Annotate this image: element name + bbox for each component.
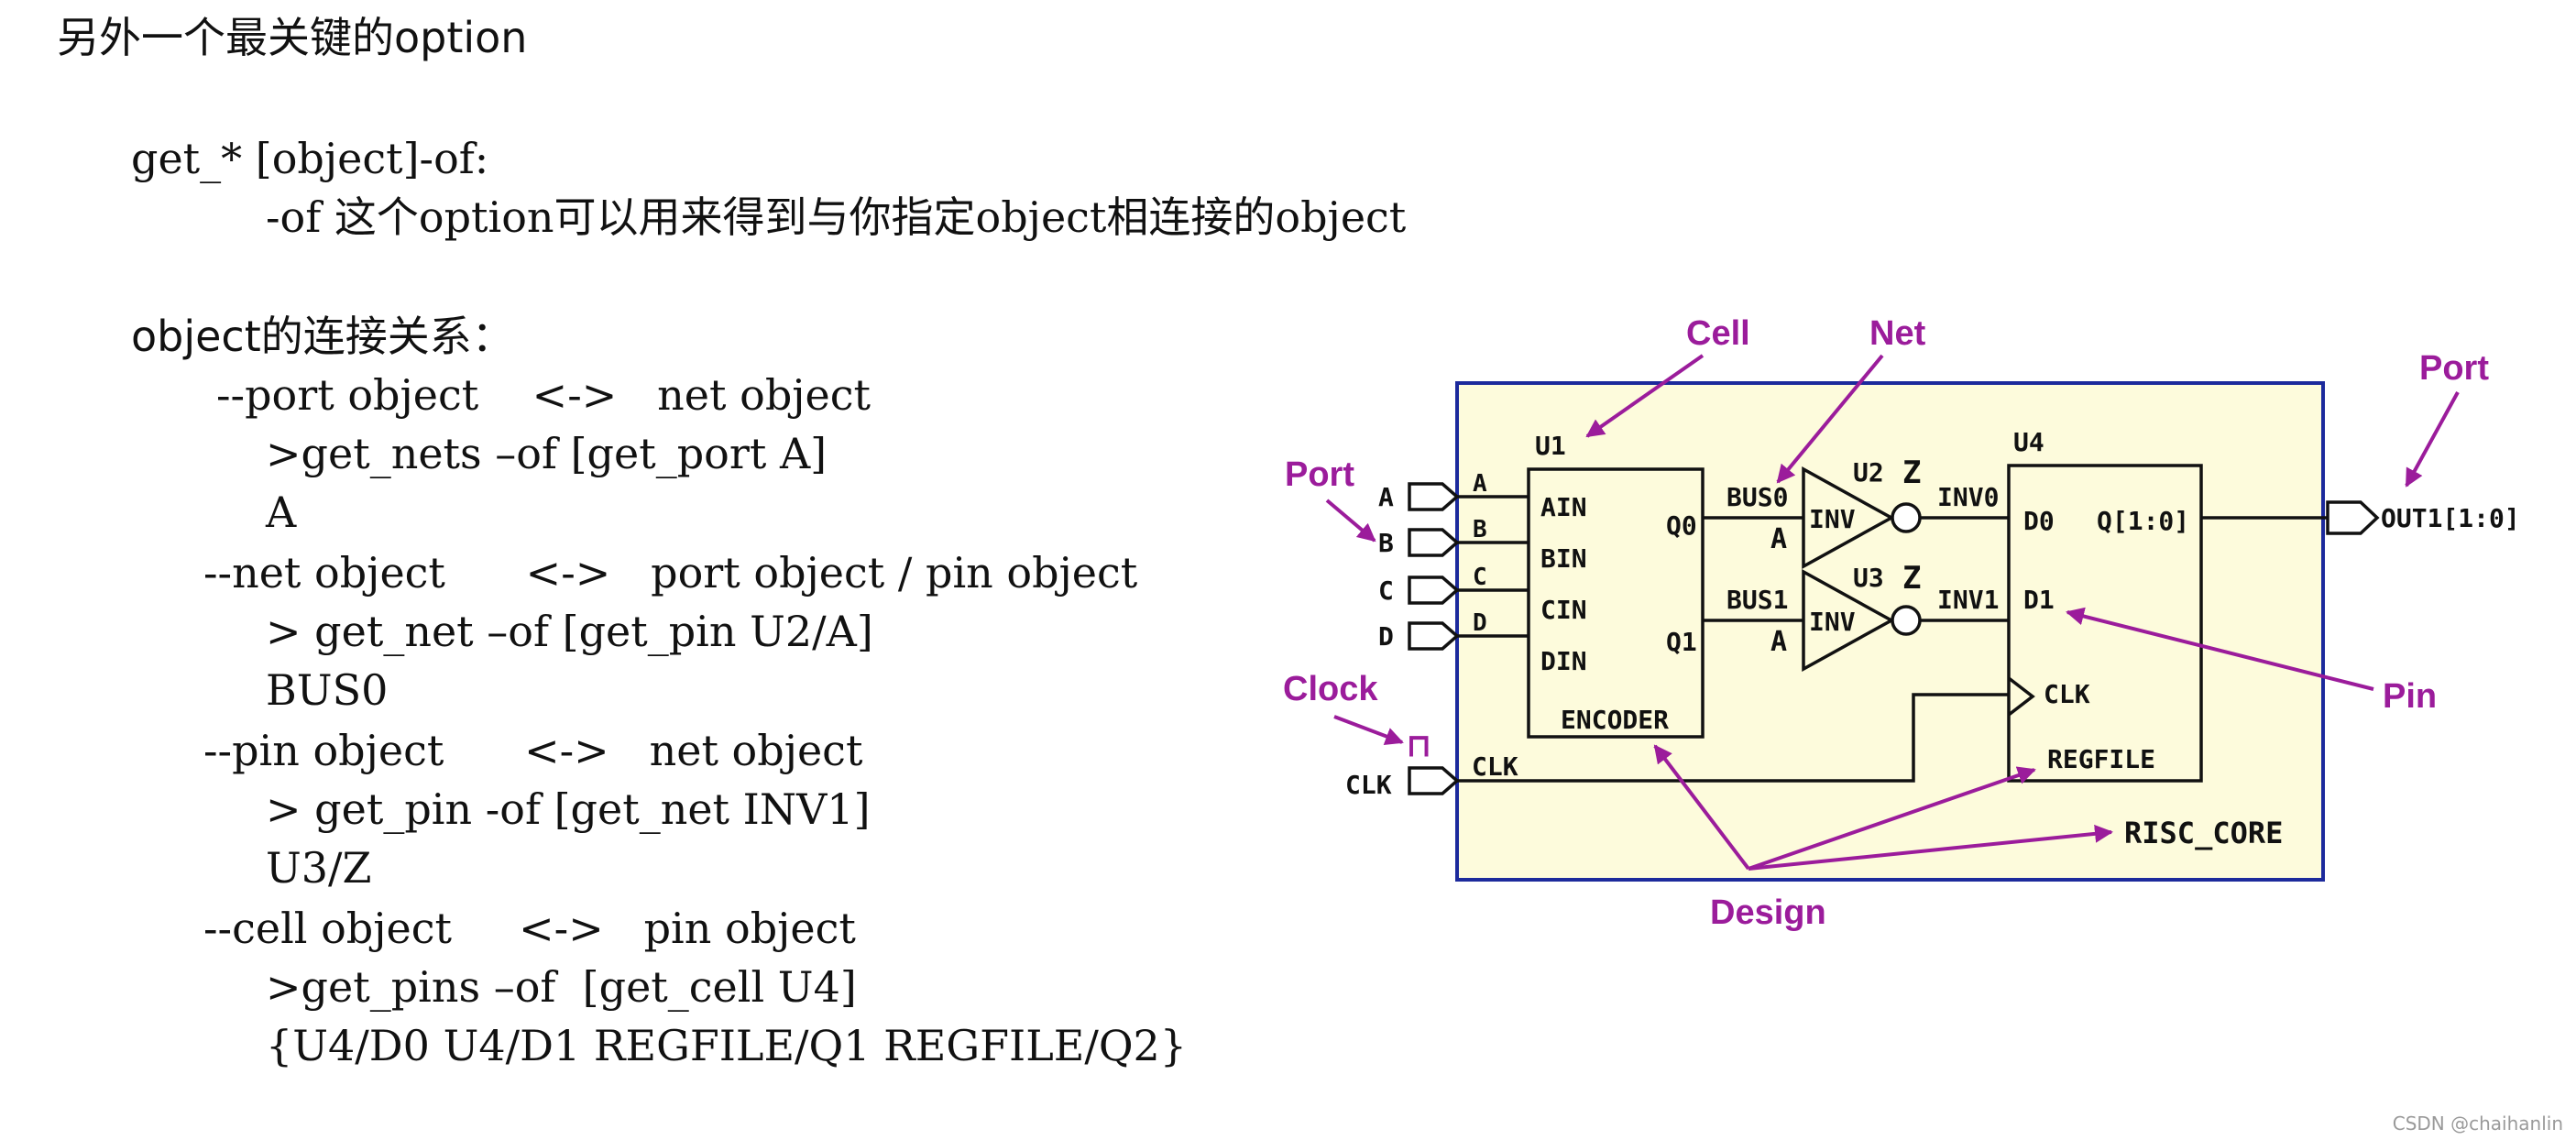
port-b-label: B [1378, 528, 1394, 558]
regfile-pin-d0: D0 [2023, 506, 2055, 536]
annotation-pin: Pin [2383, 677, 2437, 716]
output-port-shape [2326, 500, 2380, 535]
regfile-cell [2007, 464, 2203, 783]
net-a-label: A [1473, 470, 1487, 498]
net-d-label: D [1473, 609, 1487, 637]
port-a-shape [1408, 482, 1460, 511]
encoder-cell [1527, 467, 1705, 739]
relation-net-port-pin: --net object <-> port object / pin objec… [203, 548, 1138, 597]
port-c-label: C [1378, 575, 1394, 606]
annotation-port-left: Port [1285, 455, 1354, 494]
arrow-cell [1585, 354, 1705, 438]
command-pin-net: > get_pin -of [get_net INV1] [266, 784, 871, 834]
result-cell-pin: {U4/D0 U4/D1 REGFILE/Q1 REGFILE/Q2} [266, 1021, 1188, 1070]
encoder-pin-bin: BIN [1540, 543, 1587, 574]
inverter-u2-instance: U2 [1853, 457, 1884, 488]
regfile-pin-d1: D1 [2023, 585, 2055, 615]
design-name: RISC_CORE [2124, 816, 2283, 850]
result-port-net: A [266, 488, 297, 537]
wires [1457, 495, 2328, 783]
encoder-pin-cin: CIN [1540, 595, 1587, 625]
encoder-type-label: ENCODER [1561, 705, 1669, 735]
arrow-design-core [1748, 824, 2113, 871]
encoder-pin-ain: AIN [1540, 492, 1587, 522]
net-b-label: B [1473, 516, 1487, 543]
annotation-net: Net [1869, 314, 1926, 353]
command-cell-pin: >get_pins –of [get_cell U4] [266, 962, 857, 1012]
regfile-instance-name: U4 [2013, 427, 2044, 457]
regfile-pin-clk: CLK [2044, 679, 2090, 709]
port-clk-shape [1408, 766, 1460, 795]
annotation-port-right: Port [2419, 349, 2489, 388]
port-c-shape [1408, 575, 1460, 605]
clock-pin-marker [2007, 676, 2035, 717]
inverter-u2-type: INV [1809, 504, 1856, 534]
command-net-port-pin: > get_net –of [get_pin U2/A] [266, 607, 873, 656]
arrow-design-regfile [1748, 766, 2036, 871]
output-port-label: OUT1[1:0] [2381, 503, 2520, 533]
port-d-label: D [1378, 621, 1394, 652]
net-bus0-label: BUS0 [1726, 482, 1788, 512]
arrow-pin [2066, 607, 2374, 691]
clock-waveform-icon: ⊓ [1407, 729, 1431, 763]
annotation-clock: Clock [1283, 670, 1378, 708]
net-clk-label: CLK [1472, 751, 1518, 782]
annotation-cell: Cell [1686, 314, 1750, 353]
net-bus1-label: BUS1 [1726, 585, 1788, 615]
regfile-pin-q: Q[1:0] [2097, 506, 2189, 536]
regfile-type-label: REGFILE [2047, 744, 2155, 774]
watermark: CSDN @chaihanlin [2392, 1113, 2563, 1135]
result-pin-net: U3/Z [266, 843, 372, 893]
port-b-shape [1408, 528, 1460, 557]
arrow-clock [1333, 715, 1404, 745]
option-description: -of 这个option可以用来得到与你指定object相连接的object [266, 192, 1407, 242]
net-inv1-label: INV1 [1937, 585, 1999, 615]
page-heading: 另外一个最关键的option [57, 13, 528, 62]
encoder-pin-din: DIN [1540, 646, 1587, 676]
inverter-u3-type: INV [1809, 607, 1856, 637]
design-boundary [1455, 381, 2325, 882]
annotation-design: Design [1710, 893, 1826, 932]
net-c-label: C [1473, 564, 1487, 591]
inverter-u2-pin-a: A [1770, 523, 1787, 555]
encoder-pin-q0: Q0 [1666, 510, 1697, 541]
command-syntax: get_* [object]-of: [131, 134, 489, 183]
port-a-label: A [1378, 482, 1394, 512]
arrow-port-left [1325, 499, 1376, 543]
inverter-u3-pin-z: Z [1902, 560, 1921, 597]
inverter-u3-pin-a: A [1770, 626, 1787, 658]
command-port-net: >get_nets –of [get_port A] [266, 429, 828, 478]
port-clk-label: CLK [1345, 770, 1392, 800]
inverter-u3-instance: U3 [1853, 563, 1884, 593]
relation-pin-net: --pin object <-> net object [203, 726, 863, 775]
input-ports [1408, 482, 1460, 795]
annotation-arrows [1325, 354, 2460, 871]
inverter-u3-bubble [1891, 605, 1922, 636]
encoder-pin-q1: Q1 [1666, 627, 1697, 657]
relation-port-net: --port object <-> net object [216, 370, 871, 420]
arrow-port-right [2405, 391, 2460, 488]
port-d-shape [1408, 621, 1460, 651]
encoder-instance-name: U1 [1535, 431, 1566, 461]
relation-cell-pin: --cell object <-> pin object [203, 904, 856, 953]
net-inv0-label: INV0 [1937, 482, 1999, 512]
inverter-u2-pin-z: Z [1902, 455, 1921, 491]
relations-title: object的连接关系： [131, 312, 514, 361]
arrow-design-encoder [1653, 744, 1750, 871]
arrow-net [1776, 354, 1884, 484]
result-net-port-pin: BUS0 [266, 665, 389, 715]
inverter-u2-bubble [1891, 502, 1922, 533]
